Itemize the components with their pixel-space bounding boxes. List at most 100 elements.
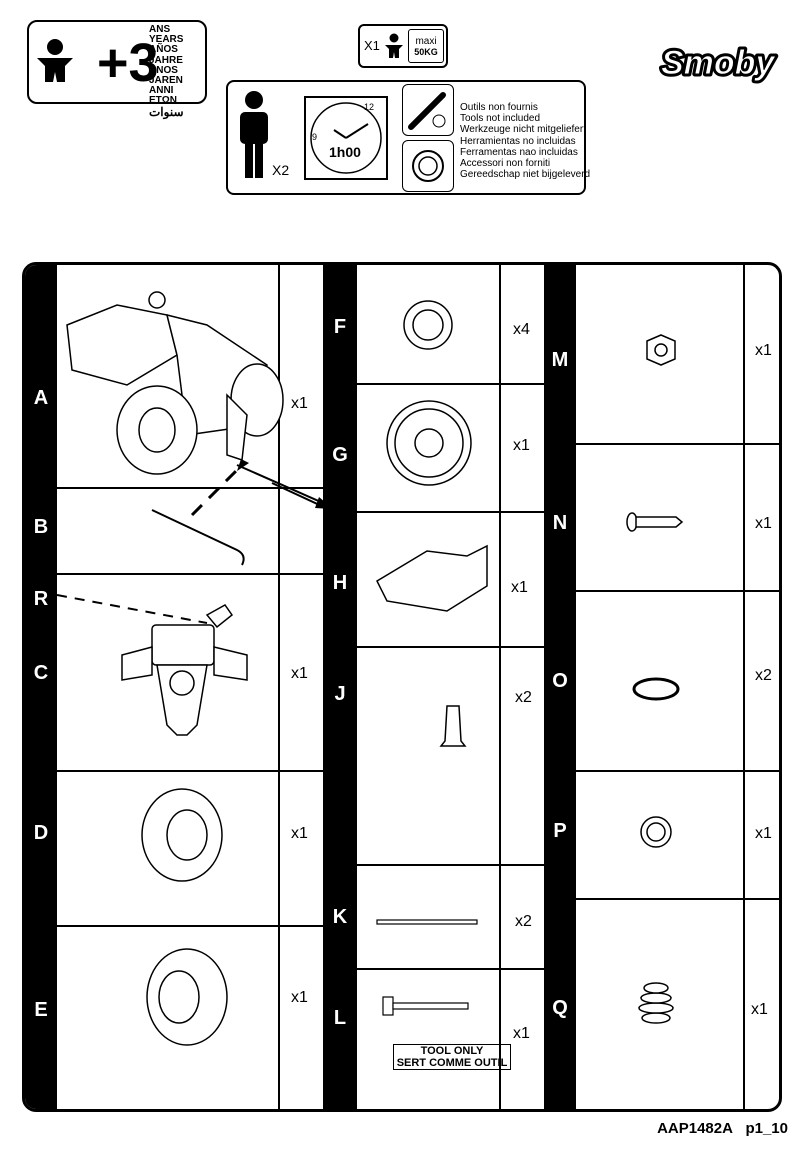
tools-line: Herramientas no incluidas <box>460 135 576 147</box>
part-letter-f: F <box>333 316 347 338</box>
screw-n-illustration <box>626 512 684 532</box>
age-badge: +3 ANS YEARS AÑOS JAHRE ANOS JAREN ANNI … <box>27 20 207 118</box>
weight-icon: maxi 50KG <box>408 29 444 63</box>
child-icon <box>385 33 403 58</box>
age-unit: JAHRE <box>149 54 183 66</box>
steering-wheel-illustration <box>386 400 472 486</box>
age-unit: ANS <box>149 24 171 35</box>
row-divider <box>25 573 323 575</box>
tool-only-label: TOOL ONLY SERT COMME OUTIL <box>393 1044 511 1070</box>
part-letter-r: R <box>33 588 49 610</box>
tools-not-included-list: Outils non fournis Tools not included We… <box>460 102 590 180</box>
adult-icon <box>240 91 268 178</box>
tools-line: Outils non fournis <box>460 102 538 113</box>
letter-bar-right <box>544 265 576 1109</box>
brand-text-outline: Smoby <box>661 44 776 82</box>
tool-only-line: SERT COMME OUTIL <box>396 1057 508 1069</box>
max-label: maxi <box>415 36 437 47</box>
column-divider <box>743 265 745 1109</box>
part-qty-h: x1 <box>511 579 528 596</box>
row-divider <box>544 590 779 592</box>
part-letter-d: D <box>33 822 49 844</box>
row-divider <box>323 646 544 648</box>
part-letter-h: H <box>332 572 348 594</box>
letter-bar-left <box>25 265 57 1109</box>
tractor-body-illustration <box>66 291 323 566</box>
child-icon <box>37 39 73 82</box>
part-qty-j: x2 <box>515 689 532 706</box>
clock-nine: 9 <box>312 132 318 142</box>
max-value: 50KG <box>414 47 438 57</box>
part-qty-a: x1 <box>291 395 308 412</box>
battery-icon <box>402 140 454 192</box>
clip-o-illustration <box>632 677 680 701</box>
column-divider <box>499 265 501 1109</box>
part-letter-c: C <box>33 662 49 684</box>
part-qty-f: x4 <box>513 321 530 338</box>
age-unit: ANOS <box>149 64 178 76</box>
document-reference: AAP1482A <box>657 1120 733 1137</box>
rod-k-illustration <box>376 919 478 925</box>
part-letter-q: Q <box>552 997 568 1019</box>
axle-l-illustration <box>382 996 469 1016</box>
row-divider <box>544 770 779 772</box>
row-divider <box>25 487 323 489</box>
parts-sheet: A B R C D E F G H J K L M N O P Q x1 x1 … <box>22 262 782 1112</box>
part-letter-o: O <box>552 670 568 692</box>
part-letter-a: A <box>33 387 49 409</box>
brand-logo: Smoby Smoby <box>659 42 779 85</box>
part-letter-b: B <box>33 516 49 538</box>
plug-q-illustration <box>638 982 674 1024</box>
part-letter-e: E <box>34 999 48 1021</box>
row-divider <box>544 443 779 445</box>
assembly-time: 1h00 <box>329 144 361 160</box>
tools-line: Ferramentas nao incluidas <box>460 146 578 158</box>
bracket-h-illustration <box>376 544 488 612</box>
column-divider <box>278 265 280 1109</box>
part-letter-g: G <box>332 444 348 466</box>
part-letter-p: P <box>553 820 567 842</box>
part-letter-k: K <box>332 906 348 928</box>
age-unit: JAREN <box>149 75 183 87</box>
bolt-j-illustration <box>439 705 467 747</box>
part-letter-n: N <box>552 512 568 534</box>
part-qty-g: x1 <box>513 437 530 454</box>
tractor-rear-illustration <box>57 594 248 736</box>
capacity-quantity: X1 <box>364 38 380 53</box>
row-divider <box>323 511 544 513</box>
age-unit: سنوات <box>149 104 184 119</box>
part-qty-e: x1 <box>291 989 308 1006</box>
page-number: p1_10 <box>745 1120 788 1137</box>
screwdriver-icon <box>402 84 454 136</box>
tool-only-line: TOOL ONLY <box>420 1045 484 1057</box>
age-value: +3 <box>97 33 159 93</box>
washer-p-illustration <box>640 816 672 848</box>
age-unit: ETΩN <box>149 95 178 107</box>
clock-twelve: 12 <box>364 102 375 112</box>
brand-text: Smoby <box>661 44 776 82</box>
part-qty-m: x1 <box>755 342 772 359</box>
tools-line: Werkzeuge nicht mitgeliefert <box>460 124 586 136</box>
age-unit: AÑOS <box>149 44 178 56</box>
wheel-e-illustration <box>146 948 228 1046</box>
row-divider <box>25 925 323 927</box>
part-qty-k: x2 <box>515 913 532 930</box>
part-letter-j: J <box>334 683 346 705</box>
part-qty-n: x1 <box>755 515 772 532</box>
part-qty-p: x1 <box>755 825 772 842</box>
age-unit: YEARS <box>149 34 184 46</box>
part-letter-m: M <box>551 349 569 371</box>
row-divider <box>323 383 544 385</box>
assembly-info-box: X2 12 9 1h00 Outils non fournis Tools no… <box>226 80 590 195</box>
persons-count: X2 <box>272 162 290 178</box>
row-divider <box>323 968 544 970</box>
row-divider <box>323 864 544 866</box>
part-qty-o: x2 <box>755 667 772 684</box>
part-qty-c: x1 <box>291 665 308 682</box>
row-divider <box>25 770 323 772</box>
clock-icon: 12 9 1h00 <box>304 96 388 180</box>
nut-m-illustration <box>646 334 676 366</box>
document-footer: AAP1482A p1_10 <box>657 1120 788 1137</box>
tools-line: Accessori non forniti <box>460 158 551 170</box>
tools-line: Tools not included <box>460 113 541 125</box>
